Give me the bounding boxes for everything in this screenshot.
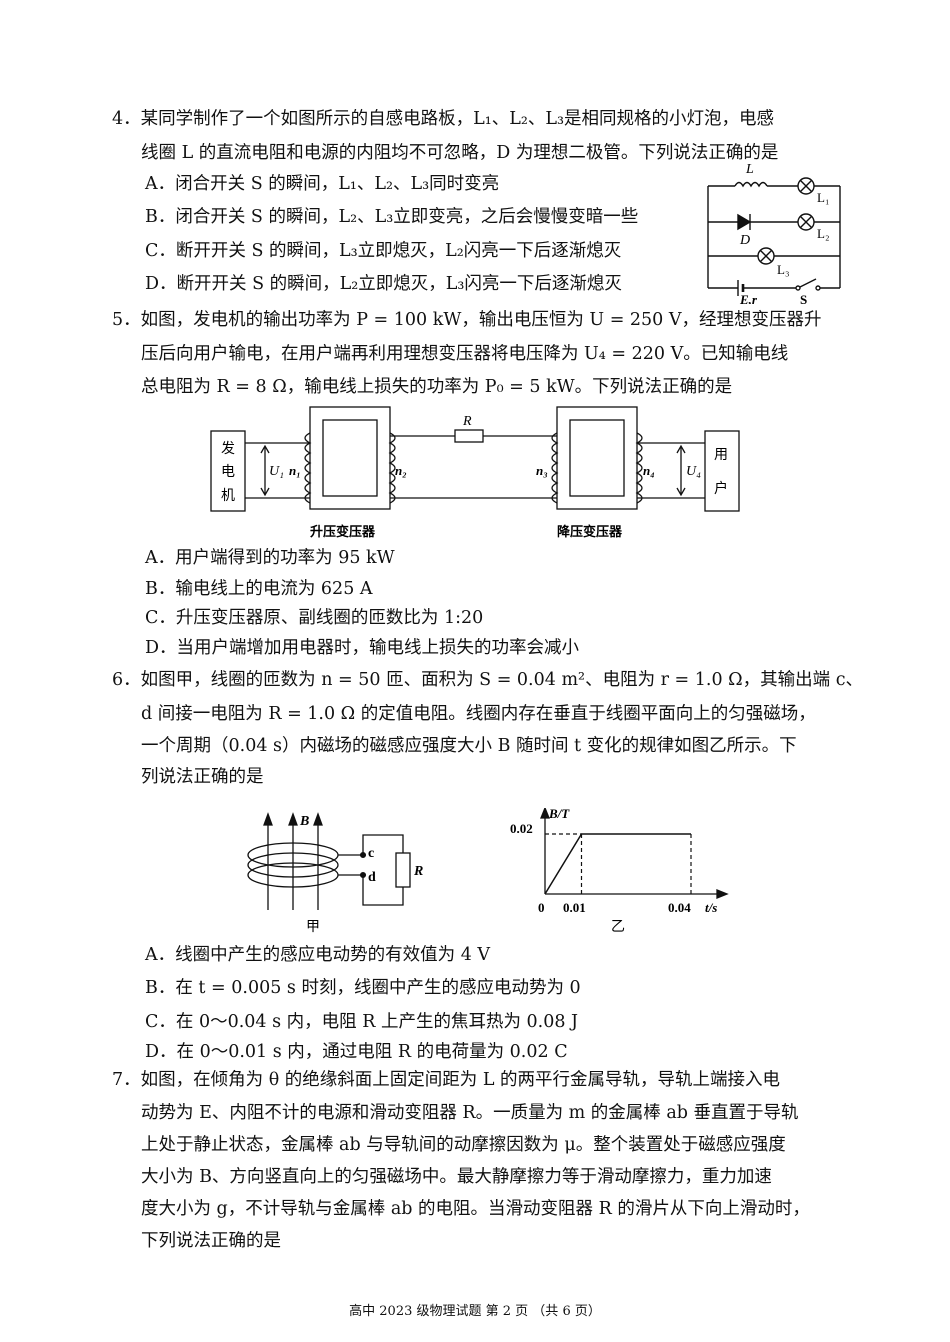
q6-coil-figure: B c d R 甲	[238, 805, 428, 937]
x-axis-arrow	[716, 889, 729, 899]
q5-stem-line-1: 5．如图，发电机的输出功率为 P = 100 kW，输出电压恒为 U = 250…	[112, 310, 822, 330]
q4-option-b: B．闭合开关 S 的瞬间，L₂、L₃立即变亮，之后会慢慢变暗一些	[145, 207, 639, 227]
user-char-1: 用	[714, 448, 728, 463]
label-n4: n₄	[643, 463, 655, 478]
label-l2: L₂	[817, 226, 829, 241]
label-terminal-c: c	[368, 846, 374, 861]
generator-char-1: 发	[221, 441, 235, 457]
q7-stem-line-2: 动势为 E、内阻不计的电源和滑动变阻器 R。一质量为 m 的金属棒 ab 垂直置…	[141, 1103, 799, 1123]
label-resistor-r: R	[413, 864, 423, 879]
generator-char-3: 机	[221, 488, 235, 504]
q6-option-b: B．在 t = 0.005 s 时刻，线圈中产生的感应电动势为 0	[145, 978, 581, 998]
caption-step-down: 降压变压器	[557, 524, 623, 539]
label-b-field: B	[299, 814, 309, 829]
label-diode: D	[739, 233, 750, 248]
label-resistor: R	[462, 414, 472, 429]
q6-option-a: A．线圈中产生的感应电动势的有效值为 4 V	[145, 945, 491, 965]
q7-stem-line-5: 度大小为 g，不计导轨与金属棒 ab 的电阻。当滑动变阻器 R 的滑片从下向上滑…	[141, 1199, 810, 1219]
label-u1: U₁	[269, 464, 284, 479]
q6-option-c: C．在 0～0.04 s 内，电阻 R 上产生的焦耳热为 0.08 J	[145, 1012, 579, 1032]
q6-bt-chart: B/T t/s 0 0.02 0.01 0.04 乙	[505, 808, 735, 938]
caption-step-up: 升压变压器	[310, 524, 376, 539]
label-u4: U₄	[686, 464, 701, 479]
q4-option-a: A．闭合开关 S 的瞬间，L₁、L₂、L₃同时变亮	[145, 174, 500, 194]
label-terminal-d: d	[368, 870, 376, 885]
q6-option-d: D．在 0～0.01 s 内，通过电阻 R 的电荷量为 0.02 C	[145, 1042, 568, 1062]
q6-stem-line-4: 列说法正确的是	[141, 767, 264, 787]
q7-stem-line-3: 上处于静止状态，金属棒 ab 与导轨间的动摩擦因数为 μ。整个装置处于磁感应强度	[141, 1135, 786, 1155]
y-axis-label: B/T	[548, 808, 570, 821]
q5-option-b: B．输电线上的电流为 625 A	[145, 579, 373, 599]
q6-stem-line-1: 6．如图甲，线圈的匝数为 n = 50 匝、面积为 S = 0.04 m²、电阻…	[112, 670, 864, 690]
label-inductor: L	[745, 162, 754, 177]
caption-yi: 乙	[611, 919, 625, 935]
origin-label: 0	[538, 900, 545, 915]
q4-stem-line-2: 线圈 L 的直流电阻和电源的内阻均不可忽略，D 为理想二极管。下列说法正确的是	[141, 143, 779, 163]
q5-option-c: C．升压变压器原、副线圈的匝数比为 1:20	[145, 608, 484, 628]
q7-stem-line-1: 7．如图，在倾角为 θ 的绝缘斜面上固定间距为 L 的两平行金属导轨，导轨上端接…	[112, 1070, 781, 1090]
label-l1: L₁	[817, 190, 829, 205]
q6-stem-line-2: d 间接一电阻为 R = 1.0 Ω 的定值电阻。线圈内存在垂直于线圈平面向上的…	[141, 704, 816, 724]
label-n1: n₁	[289, 463, 301, 478]
y-tick-label: 0.02	[510, 821, 533, 836]
generator-char-2: 电	[221, 464, 235, 480]
q5-option-d: D．当用户端增加用电器时，输电线上损失的功率会减小	[145, 638, 580, 658]
q7-stem-line-4: 大小为 B、方向竖直向上的匀强磁场中。最大静摩擦力等于滑动摩擦力，重力加速	[141, 1167, 772, 1187]
x-tick-label-2: 0.04	[668, 900, 691, 915]
q5-stem-line-2: 压后向用户输电，在用户端再利用理想变压器将电压降为 U₄ = 220 V。已知输…	[141, 344, 789, 364]
b-t-series-line	[544, 833, 691, 895]
q5-transmission-figure: 发 电 机 U₁ n₁ n₂ R n₃ n₄ U₄ 用 户 升压变压器 降压变压…	[205, 403, 750, 543]
x-tick-label-1: 0.01	[563, 900, 586, 915]
q5-stem-line-3: 总电阻为 R = 8 Ω，输电线上损失的功率为 P₀ = 5 kW。下列说法正确…	[141, 377, 733, 397]
page-footer: 高中 2023 级物理试题 第 2 页 （共 6 页）	[349, 1304, 601, 1319]
y-axis-arrow	[540, 808, 550, 819]
user-char-2: 户	[714, 480, 728, 497]
label-switch: S	[800, 292, 807, 304]
q5-option-a: A．用户端得到的功率为 95 kW	[145, 548, 395, 568]
caption-jia: 甲	[306, 920, 320, 935]
x-axis-label: t/s	[705, 900, 717, 915]
label-n2: n₂	[395, 463, 407, 478]
label-source: E,r	[739, 292, 758, 304]
q4-circuit-figure: L L₁ D L₂ L₃ E,r S	[700, 158, 850, 304]
q4-option-d: D．断开开关 S 的瞬间，L₂立即熄灭，L₃闪亮一下后逐渐熄灭	[145, 274, 622, 294]
label-l3: L₃	[777, 262, 789, 277]
q6-stem-line-3: 一个周期（0.04 s）内磁场的磁感应强度大小 B 随时间 t 变化的规律如图乙…	[141, 736, 797, 756]
label-n3: n₃	[536, 463, 548, 478]
q4-option-c: C．断开开关 S 的瞬间，L₃立即熄灭，L₂闪亮一下后逐渐熄灭	[145, 241, 622, 261]
q4-stem-line-1: 4．某同学制作了一个如图所示的自感电路板，L₁、L₂、L₃是相同规格的小灯泡，电…	[112, 109, 775, 129]
q7-stem-line-6: 下列说法正确的是	[141, 1231, 281, 1251]
